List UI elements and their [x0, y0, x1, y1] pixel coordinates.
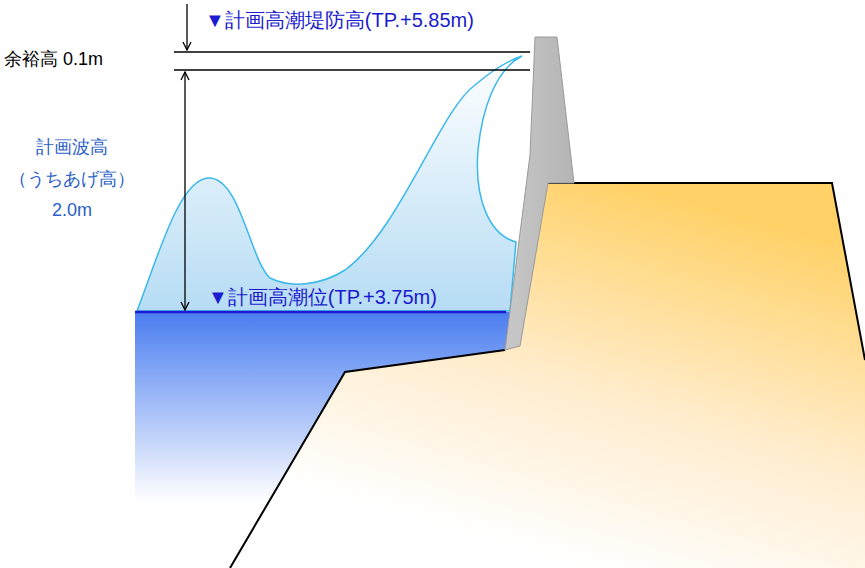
high-tide-line — [135, 311, 506, 314]
embankment-outline — [548, 183, 865, 360]
crest-level-label: ▼計画高潮堤防高(TP.+5.85m) — [205, 8, 474, 32]
high-tide-label: ▼計画高潮位(TP.+3.75m) — [208, 285, 437, 309]
wave — [137, 56, 522, 311]
seawall — [505, 37, 574, 350]
embankment — [230, 183, 865, 568]
freeboard-arrow — [186, 4, 187, 50]
wave-height-arrow — [184, 230, 185, 310]
wave-height-arrow — [184, 72, 185, 230]
crest-level-line — [174, 51, 530, 53]
runup-level-line — [174, 69, 530, 71]
seabed-line — [230, 350, 505, 568]
wave-height-label: 計画波高 （うちあげ高） 2.0m — [2, 132, 142, 227]
freeboard-label: 余裕高 0.1m — [4, 49, 103, 71]
